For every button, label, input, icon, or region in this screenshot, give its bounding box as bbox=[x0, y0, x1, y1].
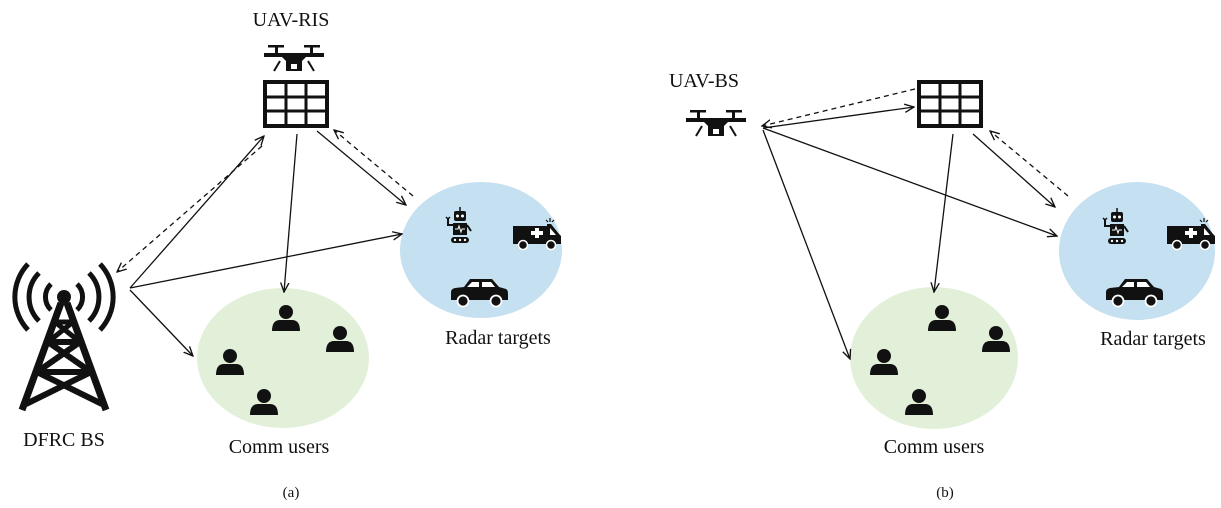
panel-b: UAV-BS Radar targets Comm users (b) bbox=[669, 70, 1216, 501]
panel-b-caption: (b) bbox=[936, 485, 954, 501]
ris-panel-icon bbox=[263, 80, 329, 128]
drone-icon bbox=[685, 109, 747, 137]
radar-targets-label: Radar targets bbox=[1100, 328, 1206, 350]
ris-panel-icon bbox=[917, 80, 983, 128]
comm-users-cluster bbox=[197, 288, 369, 428]
tower-icon bbox=[12, 262, 116, 412]
comm-users-label: Comm users bbox=[884, 436, 985, 458]
dfrc-bs-label: DFRC BS bbox=[23, 429, 105, 451]
comm-users-cluster bbox=[850, 287, 1018, 429]
radar-targets-label: Radar targets bbox=[445, 327, 551, 349]
comm-users-label: Comm users bbox=[229, 436, 330, 458]
uav-ris-label: UAV-RIS bbox=[253, 9, 330, 31]
panel-a-caption: (a) bbox=[283, 485, 300, 501]
panel-a-links bbox=[117, 130, 414, 356]
uav-bs-label: UAV-BS bbox=[669, 70, 739, 92]
drone-icon bbox=[263, 44, 325, 72]
panel-a: UAV-RIS DFRC BS Radar targets Comm users… bbox=[12, 9, 562, 501]
radar-targets-cluster bbox=[400, 182, 562, 318]
radar-targets-cluster bbox=[1059, 182, 1215, 320]
panel-b-links bbox=[762, 88, 1069, 359]
